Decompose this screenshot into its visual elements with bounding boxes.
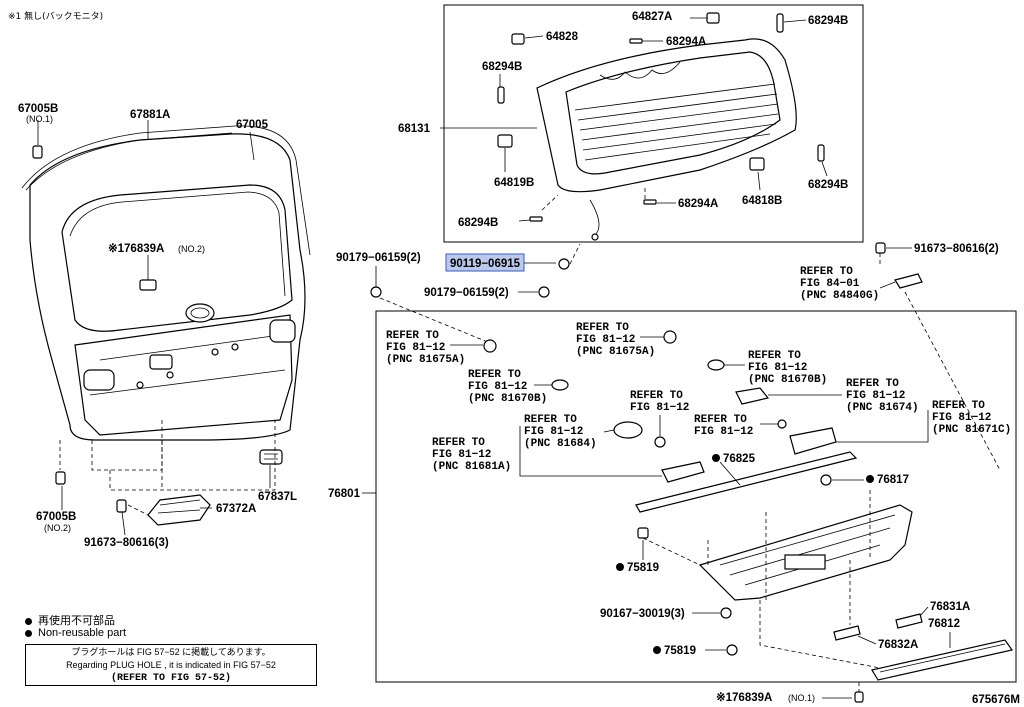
label-refer-i-1: REFER TO: [524, 414, 577, 426]
label-68131: 68131: [398, 123, 431, 135]
label-refer-f-1: REFER TO: [932, 400, 985, 412]
label-refer-b-1: REFER TO: [576, 322, 629, 334]
label-67005B-no2: 67005B: [36, 511, 76, 523]
label-refer-84-2: FIG 84−01: [800, 278, 860, 290]
garnish-illustration: [698, 490, 913, 601]
label-refer-f-2: FIG 81−12: [932, 412, 991, 424]
label-67005B-no1: 67005B: [18, 103, 58, 115]
label-76831A: 76831A: [930, 601, 970, 613]
garnish-group-frame: [375, 310, 1017, 683]
label-refer-c-1: REFER TO: [748, 350, 801, 362]
label-refer-e-3: (PNC 81674): [846, 402, 919, 414]
label-no2-a: (NO.2): [178, 244, 205, 254]
label-refer-84-1: REFER TO: [800, 266, 853, 278]
label-refer-d-2: FIG 81−12: [468, 381, 527, 393]
legend-en-text: Non-reusable part: [38, 627, 127, 639]
label-64819B: 64819B: [494, 177, 534, 189]
label-75819-1: 75819: [627, 562, 659, 574]
label-refer-j-1: REFER TO: [432, 437, 485, 449]
highlight-90119-06915: [445, 253, 525, 272]
label-68294B-3: 68294B: [808, 179, 848, 191]
label-refer-i-3: (PNC 81684): [524, 438, 597, 450]
label-75819-2: 75819: [664, 645, 696, 657]
plug-hole-note: プラグホールは FIG 57−52 に掲載してあります。 Regarding P…: [25, 644, 317, 686]
label-no1-b: (NO.1): [788, 693, 815, 703]
label-refer-a-1: REFER TO: [386, 330, 439, 342]
label-176839A-no2: ※176839A: [108, 242, 164, 255]
label-91673-3: 91673−80616(3): [84, 537, 169, 549]
label-90179-a: 90179−06159(2): [336, 252, 421, 264]
back-glass-illustration: [497, 12, 825, 241]
label-refer-g-1: REFER TO: [630, 390, 683, 402]
label-68294B-1: 68294B: [808, 15, 848, 27]
label-no1-a: (NO.1): [26, 114, 53, 124]
label-64827A: 64827A: [632, 11, 672, 23]
top-note: ※1 無し(バックモニタ): [8, 10, 103, 22]
label-refer-d-1: REFER TO: [468, 369, 521, 381]
label-refer-b-2: FIG 81−12: [576, 334, 635, 346]
label-176839A-no1: ※176839A: [716, 691, 772, 704]
label-90119-06915: 90119−06915: [450, 258, 521, 270]
legend-jp-text: 再使用不可部品: [38, 615, 115, 627]
label-76801: 76801: [328, 488, 361, 500]
note-line-en: Regarding PLUG HOLE , it is indicated in…: [66, 660, 276, 670]
label-refer-a-2: FIG 81−12: [386, 342, 445, 354]
label-67372A: 67372A: [216, 503, 256, 515]
label-76825: 76825: [723, 453, 756, 465]
label-90167: 90167−30019(3): [600, 608, 685, 620]
label-refer-d-3: (PNC 81670B): [468, 393, 547, 405]
label-90179-b: 90179−06159(2): [424, 287, 509, 299]
non-reusable-dot-icon: [25, 629, 32, 637]
label-refer-f-3: (PNC 81671C): [932, 424, 1011, 436]
label-refer-e-1: REFER TO: [846, 378, 899, 390]
label-68294A-1: 68294A: [666, 36, 706, 48]
label-refer-a-3: (PNC 81675A): [386, 354, 465, 366]
note-line-jp: プラグホールは FIG 57−52 に掲載してあります。: [71, 647, 271, 657]
label-76812: 76812: [928, 618, 960, 630]
label-refer-g-2: FIG 81−12: [630, 402, 689, 414]
label-refer-b-3: (PNC 81675A): [576, 346, 655, 358]
label-refer-e-2: FIG 81−12: [846, 390, 905, 402]
label-76817: 76817: [877, 474, 909, 486]
label-refer-84-3: (PNC 84840G): [800, 290, 879, 302]
label-64818B: 64818B: [742, 195, 782, 207]
legend-jp: 再使用不可部品: [25, 612, 115, 628]
label-67005: 67005: [236, 119, 269, 131]
figure-id: 675676M: [972, 694, 1020, 706]
legend-en: Non-reusable part: [25, 627, 126, 639]
label-refer-h-2: FIG 81−12: [694, 426, 753, 438]
label-refer-j-2: FIG 81−12: [432, 449, 491, 461]
label-refer-j-3: (PNC 81681A): [432, 461, 511, 473]
glass-group-frame: [443, 4, 864, 243]
label-refer-c-3: (PNC 81670B): [748, 374, 827, 386]
label-refer-i-2: FIG 81−12: [524, 426, 583, 438]
label-91673-2: 91673−80616(2): [914, 243, 999, 255]
label-67881A: 67881A: [130, 109, 170, 121]
label-68294B-4: 68294B: [458, 217, 498, 229]
label-refer-h-1: REFER TO: [694, 414, 747, 426]
label-76832A: 76832A: [878, 639, 918, 651]
non-reusable-dot-icon: [25, 617, 32, 625]
label-68294A-2: 68294A: [678, 198, 718, 210]
back-door-illustration: [21, 125, 311, 526]
label-refer-c-2: FIG 81−12: [748, 362, 807, 374]
label-no2-b: (NO.2): [44, 523, 71, 533]
note-refer-link[interactable]: (REFER TO FIG 57-52): [110, 673, 232, 684]
label-68294B-2: 68294B: [482, 61, 522, 73]
label-64828: 64828: [546, 31, 579, 43]
label-67837L: 67837L: [258, 491, 297, 503]
